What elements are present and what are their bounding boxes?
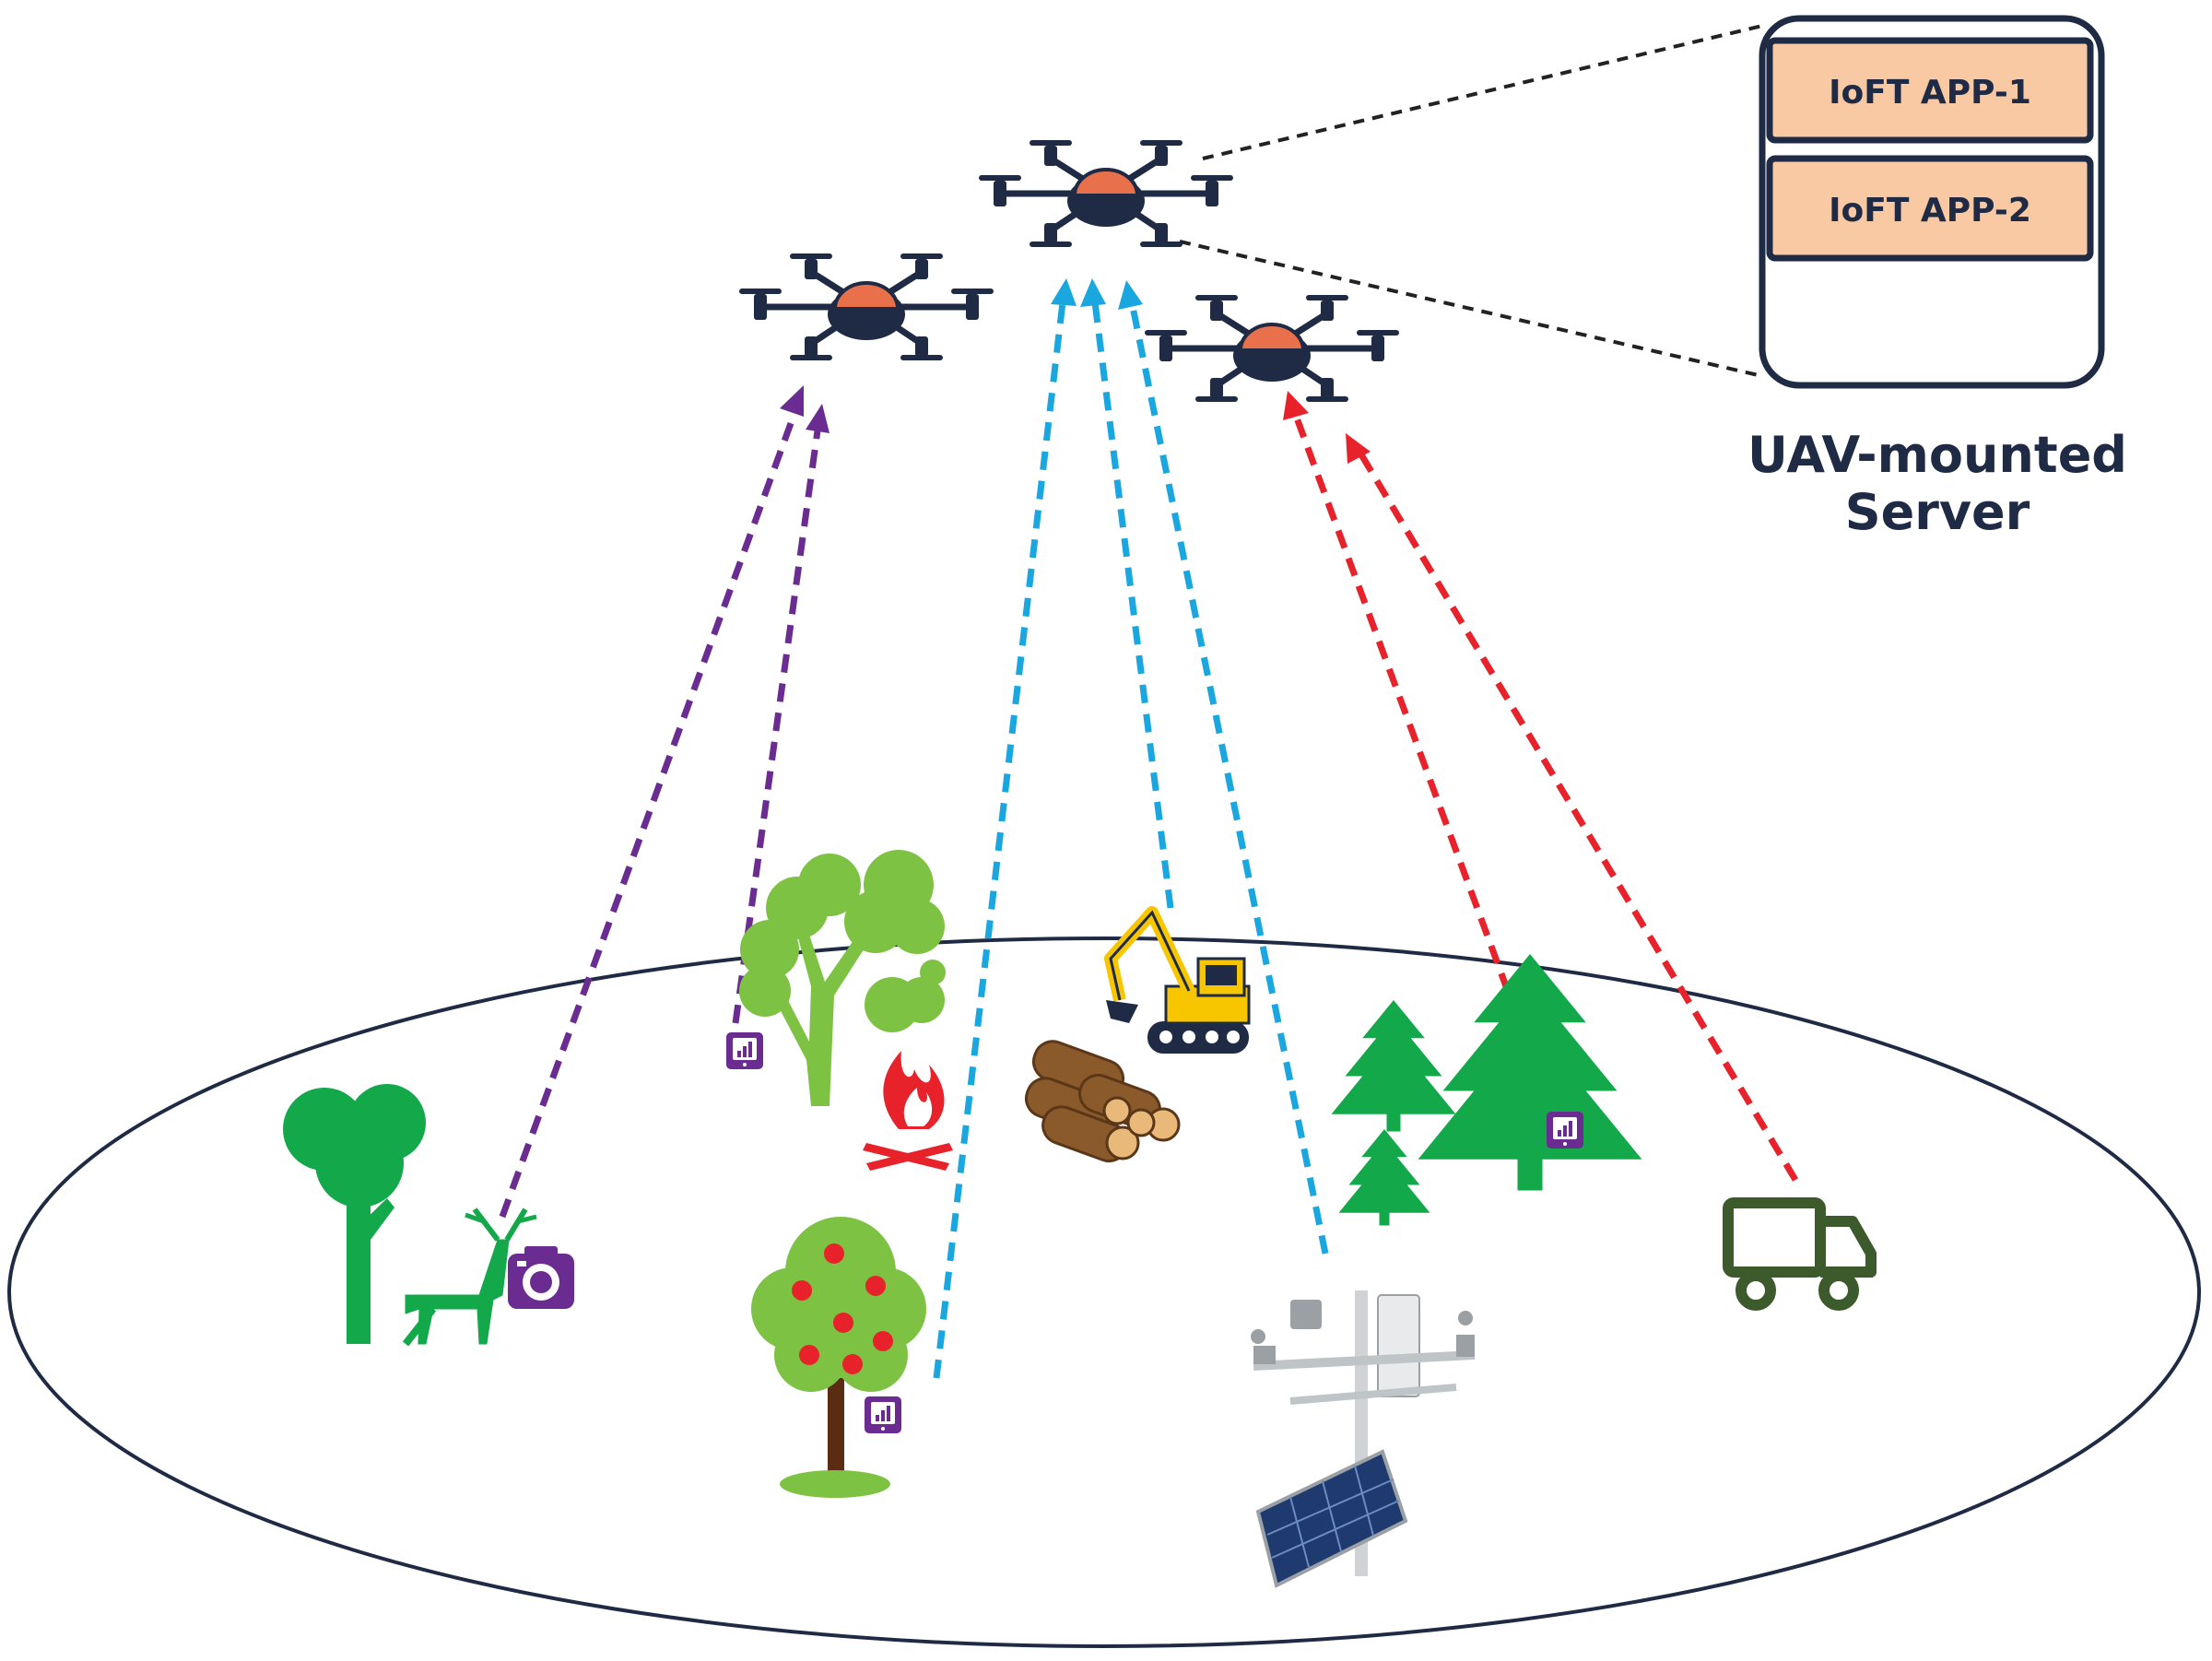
red-arrowhead-2 [1346, 433, 1371, 464]
pine-tree-icon-small-2 [1338, 1129, 1430, 1226]
ioft-app-1-label: IoFT APP-1 [1829, 74, 2031, 112]
forest-area-ellipse [7, 937, 2201, 1648]
pine-tree-icon-large [1418, 954, 1642, 1191]
ioft-app-2-box[interactable]: IoFT APP-2 [1766, 155, 2094, 262]
purple-link-tree [732, 423, 822, 1024]
red-link-truck [1356, 450, 1799, 1182]
blue-link-excavator [1091, 301, 1174, 909]
blue-link-weather-station [1128, 301, 1329, 1255]
pine-tree-icon-small-1 [1331, 1000, 1456, 1132]
ioft-app-2-label: IoFT APP-2 [1829, 192, 2031, 230]
fruit-tree-icon [751, 1217, 926, 1498]
blue-links [933, 301, 1329, 1379]
deer-icon [402, 1207, 537, 1347]
weather-station-icon [1251, 1290, 1476, 1588]
server-connector-bottom [1179, 240, 1763, 378]
drone-icon-left [739, 253, 994, 360]
purple-link-deer [499, 404, 801, 1219]
drone-icon-top [979, 140, 1233, 247]
server-caption-line2: Server [1845, 483, 2030, 541]
tree-icon-center [739, 850, 946, 1106]
tree-icon-left [283, 1084, 426, 1344]
server-connector-top [1202, 24, 1763, 160]
camera-icon [508, 1246, 574, 1309]
sensor-tablet-icon-tree [726, 1032, 763, 1069]
red-arrowhead-1 [1283, 391, 1309, 420]
blue-arrowhead-2 [1080, 278, 1106, 307]
purple-arrowhead-2 [806, 404, 830, 433]
truck-icon [1723, 1197, 1877, 1311]
blue-link-fruit-tree [933, 301, 1066, 1379]
sensor-tablet-icon-fruit-tree [865, 1396, 901, 1433]
drone-icon-right [1145, 295, 1399, 402]
blue-arrowhead-1 [1051, 278, 1077, 306]
sensor-tablet-icon-pine [1547, 1112, 1583, 1149]
ioft-app-1-box[interactable]: IoFT APP-1 [1766, 37, 2094, 144]
server-caption-line1: UAV-mounted [1747, 426, 2127, 484]
campfire-icon [863, 1051, 953, 1171]
uav-mounted-server: IoFT APP-1 IoFT APP-2 [1759, 15, 2105, 389]
purple-links [499, 404, 822, 1219]
log-pile-icon [1024, 1040, 1181, 1163]
blue-arrowhead-3 [1118, 280, 1143, 310]
purple-arrowhead-1 [780, 385, 804, 417]
excavator-icon [1104, 906, 1251, 1054]
